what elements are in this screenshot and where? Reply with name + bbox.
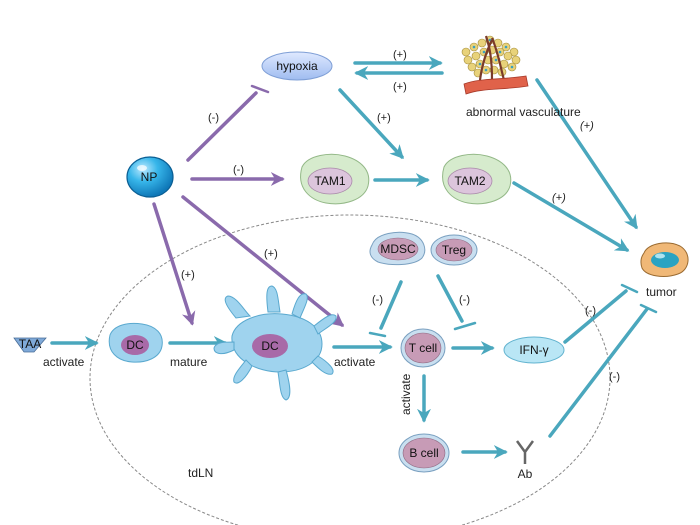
node-mdsc-label: MDSC xyxy=(380,242,416,256)
tdln-label: tdLN xyxy=(188,466,213,480)
edge-label-dc-mature: mature xyxy=(170,355,208,369)
node-treg-label: Treg xyxy=(442,243,466,257)
edge-tam2-to-tumor xyxy=(512,181,630,252)
node-dc-immature-label: DC xyxy=(126,338,144,352)
edge-label-vasculature-to-hypoxia: (+) xyxy=(393,81,407,93)
vasculature-icon xyxy=(461,35,529,95)
node-b-cell: B cell xyxy=(398,433,450,473)
edge-ab-tbar xyxy=(639,303,658,314)
node-np-label: NP xyxy=(141,170,158,184)
node-abnormal-vasculature: abnormal vasculature xyxy=(461,35,581,119)
edge-label-taa-activate: activate xyxy=(43,355,85,369)
edge-np-to-dc xyxy=(152,202,196,326)
edge-label-treg-to-ifn: (-) xyxy=(459,294,470,306)
edge-label-dc-activate: activate xyxy=(334,355,376,369)
node-tumor-label: tumor xyxy=(646,285,677,299)
tdln-region xyxy=(89,214,611,525)
edge-mdsc-to-tcell xyxy=(379,280,403,330)
node-b-cell-label: B cell xyxy=(409,446,438,460)
node-ab-label: Ab xyxy=(518,467,533,481)
edge-label-ifn-to-tumor: (-) xyxy=(585,305,596,317)
node-taa: TAA xyxy=(13,337,47,353)
node-t-cell: T cell xyxy=(400,328,446,368)
node-tam2: TAM2 xyxy=(442,153,512,205)
edge-vasculature-to-tumor xyxy=(535,78,638,230)
edge-ifn-tbar xyxy=(620,283,639,294)
edge-label-hypoxia-to-tam2: (+) xyxy=(377,112,391,124)
edge-label-np-to-tam1: (-) xyxy=(233,164,244,176)
node-tam2-label: TAM2 xyxy=(454,174,485,188)
node-tumor: tumor xyxy=(640,242,689,299)
edge-label-mdsc-to-tcell: (-) xyxy=(372,294,383,306)
node-hypoxia-label: hypoxia xyxy=(276,59,318,73)
edge-label-tam2-to-tumor: (+) xyxy=(552,192,566,204)
edge-treg-tbar xyxy=(453,321,477,331)
edge-label-np-to-tcell: (+) xyxy=(264,248,278,260)
node-hypoxia: hypoxia xyxy=(261,51,333,81)
edge-np-to-hypoxia xyxy=(186,91,258,162)
node-treg: Treg xyxy=(430,234,478,266)
edge-label-tcell-activate: activate xyxy=(399,373,413,415)
node-np: NP xyxy=(126,156,174,198)
edge-label-np-to-dc: (+) xyxy=(181,269,195,281)
node-ifn-gamma-label: IFN-γ xyxy=(519,343,548,357)
node-tam1: TAM1 xyxy=(300,153,370,205)
edge-label-vasculature-to-tumor: (+) xyxy=(580,120,594,132)
node-mdsc: MDSC xyxy=(369,231,426,266)
node-t-cell-label: T cell xyxy=(409,341,437,355)
node-ifn-gamma: IFN-γ xyxy=(503,336,565,364)
edge-label-hypoxia-to-vasculature: (+) xyxy=(393,49,407,61)
node-tam1-label: TAM1 xyxy=(314,174,345,188)
node-ab: Ab xyxy=(515,440,535,481)
antibody-icon xyxy=(515,440,535,464)
node-dc-immature: DC xyxy=(108,322,163,363)
node-taa-label: TAA xyxy=(19,337,41,351)
node-dc-mature-label: DC xyxy=(261,339,279,353)
edge-ifn-to-tumor xyxy=(563,289,628,344)
node-abnormal-vasculature-label: abnormal vasculature xyxy=(466,105,581,119)
edge-hypoxia-to-tam2 xyxy=(338,88,404,160)
edge-label-ab-to-tumor: (-) xyxy=(609,371,620,383)
edge-mdsc-tbar xyxy=(368,331,387,338)
edge-np-to-tcell xyxy=(181,195,345,327)
edge-label-np-to-hypoxia: (-) xyxy=(208,112,219,124)
edge-np-hypoxia-tbar xyxy=(250,84,270,94)
edge-treg-to-ifn xyxy=(436,274,464,323)
edge-ab-to-tumor xyxy=(548,307,649,438)
node-dc-mature: DC xyxy=(213,285,337,401)
